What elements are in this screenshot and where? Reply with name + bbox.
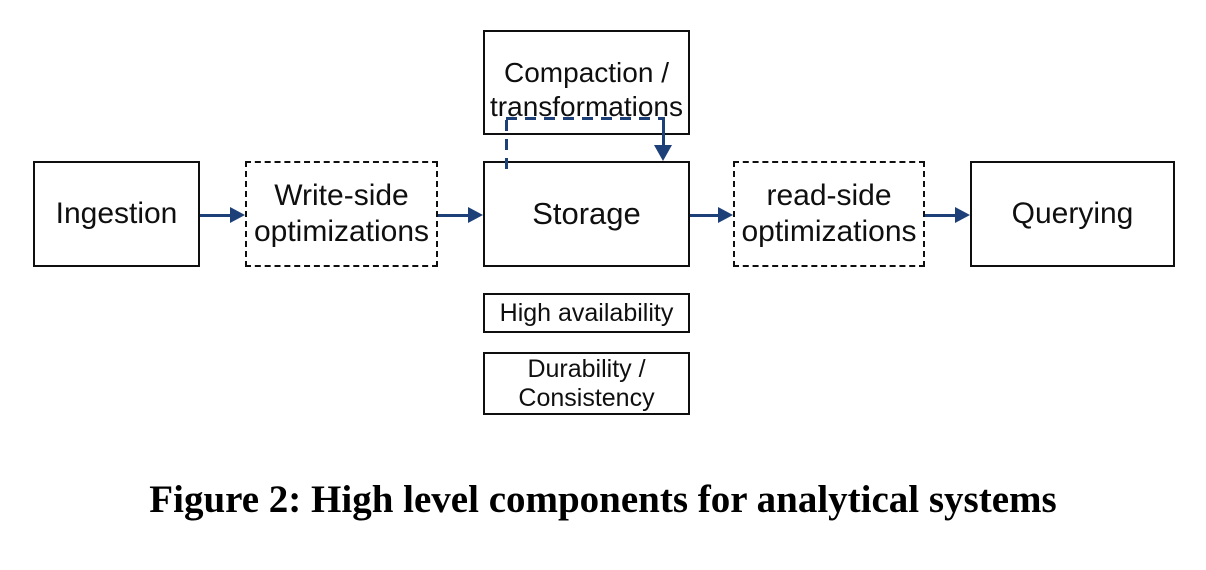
node-read-side-optimizations: read-side optimizations — [733, 161, 925, 267]
node-read-side-label-line1: read-side — [766, 179, 892, 212]
arrow-read-side-to-querying-icon — [925, 207, 970, 223]
node-storage-label: Storage — [532, 196, 641, 231]
compaction-loop-dashed-up-segment — [505, 120, 508, 172]
node-querying-label: Querying — [1011, 197, 1134, 230]
arrow-storage-to-read-side-icon — [690, 207, 733, 223]
node-write-side-optimizations: Write-side optimizations — [245, 161, 438, 267]
node-write-side-label-line2: optimizations — [253, 215, 430, 248]
arrow-head-icon — [468, 207, 483, 223]
arrow-head-icon — [955, 207, 970, 223]
compaction-loop-down-shaft — [662, 119, 665, 146]
compaction-loop-dashed-horizontal-segment — [506, 117, 665, 120]
arrow-shaft — [200, 213, 233, 217]
node-compaction-label-line2: transformations — [490, 91, 683, 122]
node-compaction-label-line1: Compaction / — [504, 57, 669, 88]
arrow-ingestion-to-write-side-icon — [200, 207, 245, 223]
arrow-write-side-to-storage-icon — [438, 207, 483, 223]
arrow-head-icon — [230, 207, 245, 223]
node-high-availability-label: High availability — [499, 298, 674, 327]
node-write-side-label: Write-side optimizations — [254, 178, 429, 250]
node-storage: Storage — [483, 161, 690, 267]
arrow-head-icon — [718, 207, 733, 223]
node-querying: Querying — [970, 161, 1175, 267]
arrow-shaft — [925, 213, 958, 217]
arrow-shaft — [438, 213, 471, 217]
node-durability-consistency: Durability / Consistency — [483, 352, 690, 415]
node-durability-label-line2: Consistency — [518, 383, 655, 412]
compaction-loop-arrow-head-icon — [654, 145, 672, 161]
node-ingestion-label: Ingestion — [55, 197, 178, 230]
node-compaction-label: Compaction / transformations — [490, 56, 683, 124]
node-read-side-label: read-side optimizations — [741, 178, 916, 250]
node-durability-label: Durability / Consistency — [518, 355, 654, 413]
arrow-shaft — [690, 213, 721, 217]
node-high-availability: High availability — [483, 293, 690, 333]
node-read-side-label-line2: optimizations — [741, 215, 917, 248]
figure-caption: Figure 2: High level components for anal… — [149, 478, 1057, 521]
node-write-side-label-line1: Write-side — [274, 179, 409, 212]
node-durability-label-line1: Durability / — [527, 354, 646, 383]
node-ingestion: Ingestion — [33, 161, 200, 267]
